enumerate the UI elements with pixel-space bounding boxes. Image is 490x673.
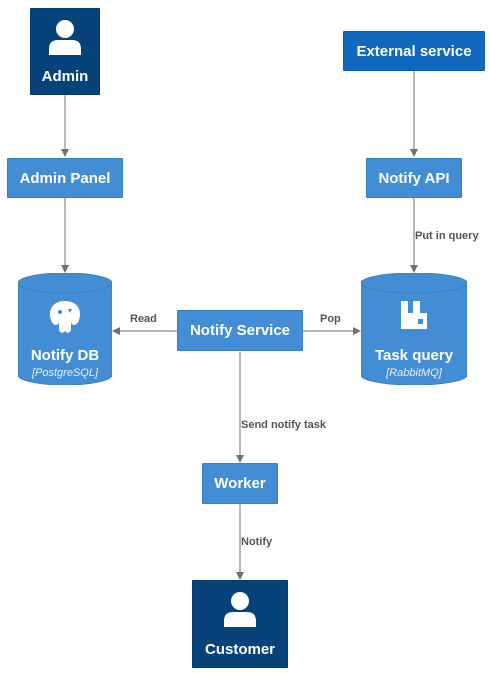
edge-label-send-notify-task: Send notify task <box>241 419 326 431</box>
edge-label-pop: Pop <box>320 313 341 325</box>
notify-db-cylinder[interactable]: Notify DB [PostgreSQL] <box>18 273 112 385</box>
notify-db-technology: [PostgreSQL] <box>31 367 99 379</box>
notify-api-box[interactable]: Notify API <box>366 158 462 198</box>
admin-panel-box[interactable]: Admin Panel <box>7 158 123 198</box>
edge-label-notify: Notify <box>241 536 273 548</box>
notify-service-label: Notify Service <box>189 322 291 339</box>
task-query-label: Task query <box>374 347 454 364</box>
task-query-cylinder[interactable]: Task query [RabbitMQ] <box>361 273 467 385</box>
worker-box[interactable]: Worker <box>202 463 278 504</box>
person-icon <box>224 592 256 627</box>
customer-person[interactable]: Customer <box>192 580 288 668</box>
notify-service-box[interactable]: Notify Service <box>177 310 303 351</box>
notify-db-label: Notify DB <box>30 347 100 364</box>
person-icon <box>49 20 81 55</box>
customer-label: Customer <box>204 641 275 658</box>
edge-label-read: Read <box>130 313 157 325</box>
cylinder-shape <box>18 273 112 385</box>
external-service-box[interactable]: External service <box>343 31 485 71</box>
admin-panel-label: Admin Panel <box>19 169 111 187</box>
rabbitmq-icon <box>401 301 427 329</box>
notify-api-label: Notify API <box>378 169 450 187</box>
task-query-technology: [RabbitMQ] <box>386 367 442 379</box>
external-service-label: External service <box>356 42 472 60</box>
cylinder-shape <box>361 273 467 385</box>
edge-label-put-in-query: Put in query <box>415 230 479 242</box>
postgresql-icon <box>50 301 80 333</box>
admin-person[interactable]: Admin <box>30 8 100 95</box>
admin-label: Admin <box>41 68 89 85</box>
worker-label: Worker <box>214 475 266 492</box>
